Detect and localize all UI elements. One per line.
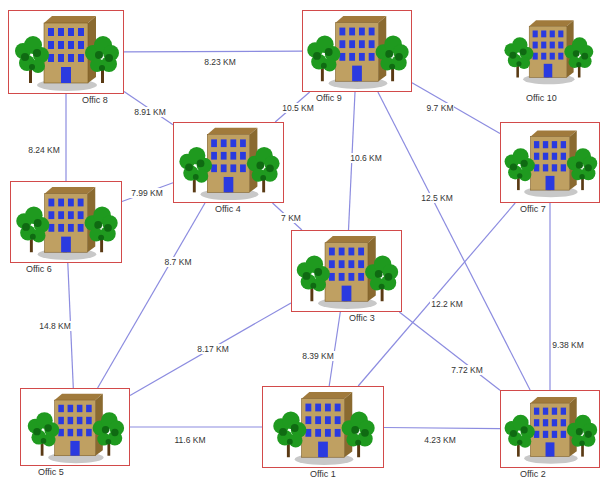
office-box: Offic 3 xyxy=(291,230,402,312)
distance-label: 8.7 KM xyxy=(164,257,193,267)
office-box: Offic 8 xyxy=(8,10,124,94)
distance-label: 9.7 KM xyxy=(426,103,455,113)
office-name: Offic 6 xyxy=(25,264,53,275)
office-box: Offic 9 xyxy=(302,10,412,92)
distance-link xyxy=(124,91,173,124)
building-icon xyxy=(292,231,401,311)
distance-label: 8.23 KM xyxy=(203,57,237,67)
distance-link xyxy=(130,303,291,396)
office-name: Offic 2 xyxy=(519,469,547,480)
distance-link xyxy=(412,83,500,134)
distance-link xyxy=(273,203,302,230)
office-name: Offic 1 xyxy=(309,469,337,480)
distance-label: 12.5 KM xyxy=(420,193,454,203)
distance-label: 9.38 KM xyxy=(551,340,585,350)
office-box: Offic 5 xyxy=(20,388,130,466)
distance-label: 8.39 KM xyxy=(301,351,335,361)
building-icon xyxy=(21,389,129,465)
office-name: Offic 7 xyxy=(519,204,547,215)
office-box: Offic 10 xyxy=(500,10,596,92)
building-icon xyxy=(11,182,121,262)
distance-link xyxy=(130,426,262,427)
distance-link xyxy=(329,312,340,386)
office-name: Offic 8 xyxy=(81,95,109,106)
distance-label: 8.17 KM xyxy=(196,344,230,354)
building-icon xyxy=(9,11,123,93)
distance-label: 10.6 KM xyxy=(349,153,383,163)
distance-link xyxy=(384,428,500,429)
office-box: Offic 6 xyxy=(10,181,122,263)
office-box: Offic 1 xyxy=(262,386,384,468)
office-name: Offic 3 xyxy=(348,313,376,324)
office-name: Offic 9 xyxy=(315,93,343,104)
distance-label: 14.8 KM xyxy=(38,321,72,331)
distance-link xyxy=(65,94,66,181)
building-icon xyxy=(263,387,383,467)
office-box: Offic 4 xyxy=(173,122,284,203)
office-name: Offic 10 xyxy=(525,93,558,104)
building-icon xyxy=(501,11,595,91)
distance-label: 8.24 KM xyxy=(27,145,61,155)
distance-link xyxy=(399,312,500,390)
building-icon xyxy=(303,11,411,91)
office-box: Offic 2 xyxy=(500,390,600,468)
building-icon xyxy=(501,123,599,202)
distance-label: 7 KM xyxy=(280,213,302,223)
distance-link xyxy=(124,51,302,53)
distance-label: 7.72 KM xyxy=(450,365,484,375)
distance-label: 11.6 KM xyxy=(173,435,206,445)
office-name: Offic 5 xyxy=(37,467,65,478)
distance-label: 8.91 KM xyxy=(133,107,167,117)
distance-link xyxy=(549,203,550,390)
building-icon xyxy=(174,123,283,202)
distance-label: 10.5 KM xyxy=(281,103,315,113)
distance-link xyxy=(122,183,173,202)
office-name: Offic 4 xyxy=(214,204,242,215)
building-icon xyxy=(501,391,599,467)
distance-label: 12.2 KM xyxy=(430,299,464,309)
distance-label: 4.23 KM xyxy=(423,435,457,445)
distance-label: 7.99 KM xyxy=(130,188,164,198)
office-box: Offic 7 xyxy=(500,122,600,203)
